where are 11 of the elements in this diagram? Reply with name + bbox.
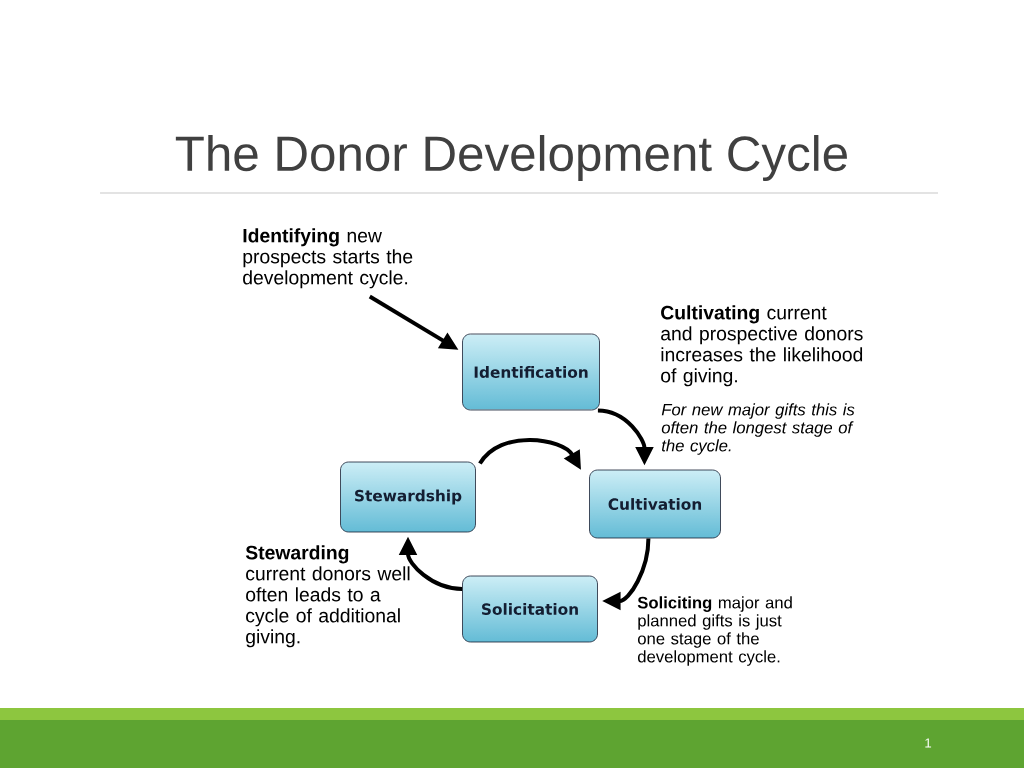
stage-box: Identification: [462, 333, 600, 411]
title: The Donor Development Cycle: [175, 135, 847, 181]
annotation-text: Identifying new prospects starts the development cycle.: [243, 228, 413, 289]
stage-box: Stewardship: [340, 461, 476, 533]
page-number: 1: [925, 738, 932, 748]
annotation-text: Soliciting major and planned gifts is just one stage of the development cycle.: [637, 596, 792, 666]
annotation-note: For new major gifts this is often the longest stage of the cycle.: [661, 403, 855, 455]
annotation-text: Cultivating current and prospective donors increases the likelihood of giving.: [661, 305, 863, 387]
annotation-text: Stewarding current donors well often leads to a cycle of additional giving.: [245, 545, 410, 648]
stage-box: Cultivation: [589, 469, 721, 539]
stage-box: Solicitation: [462, 575, 598, 643]
